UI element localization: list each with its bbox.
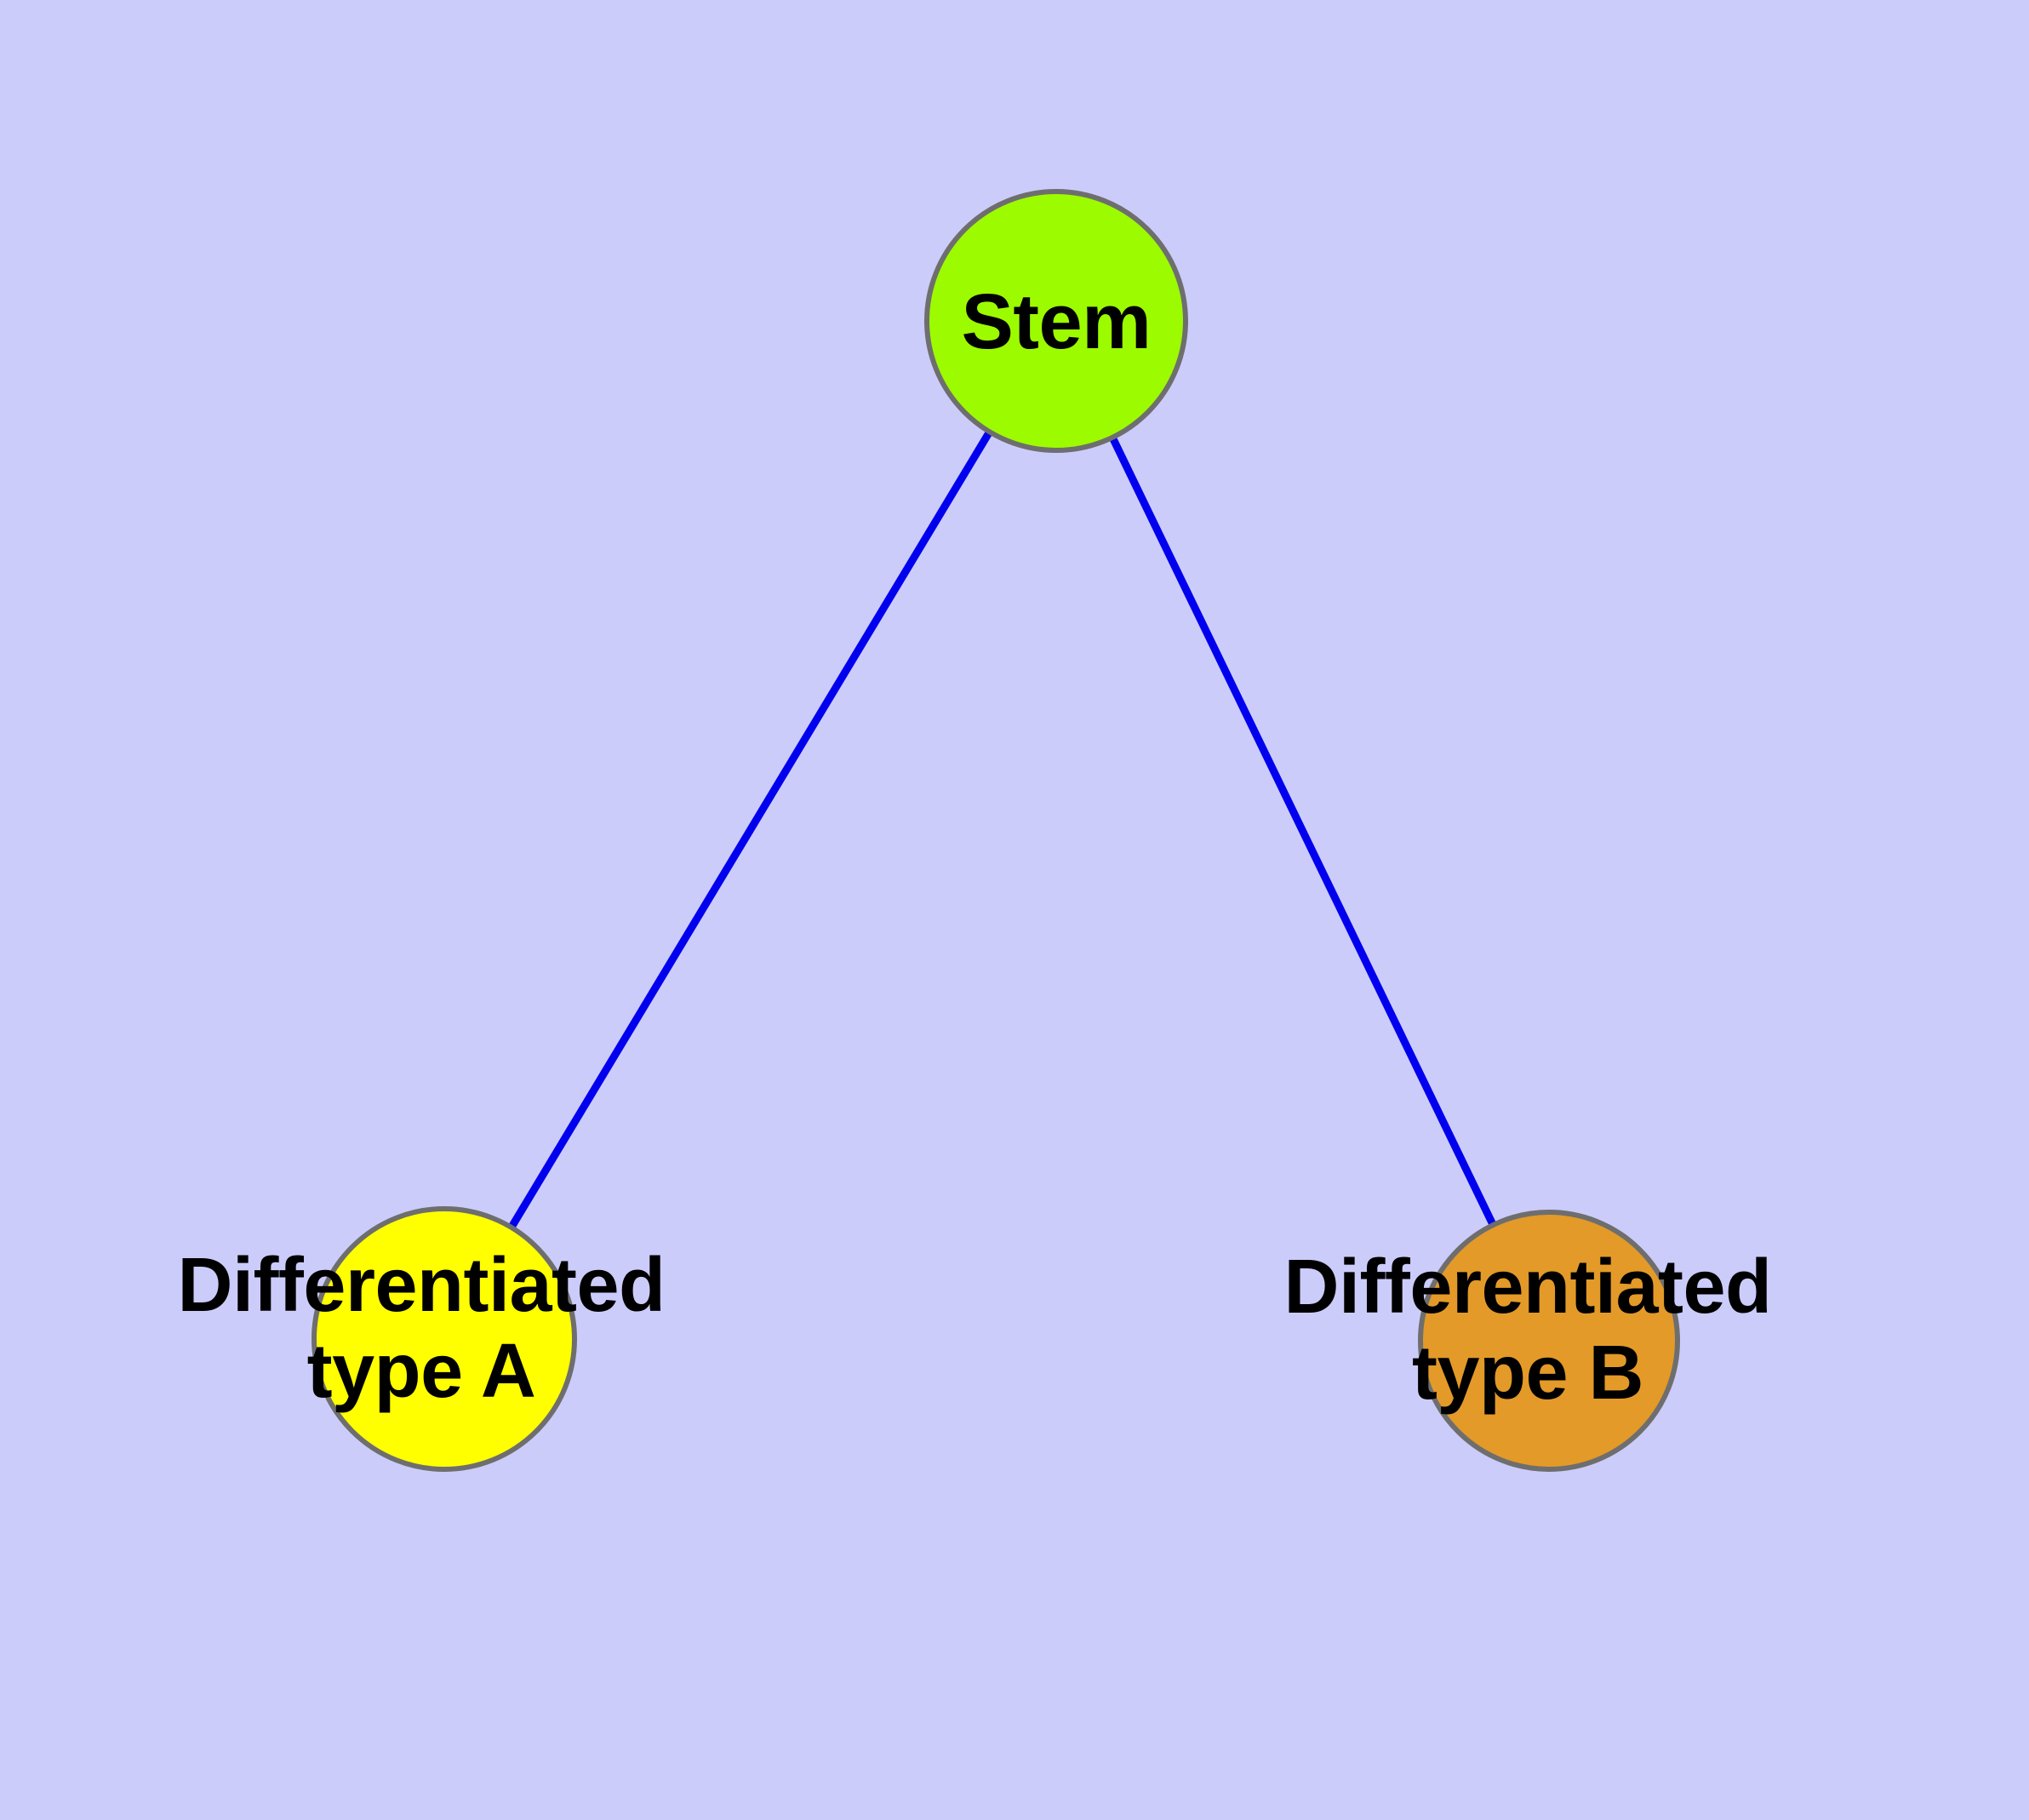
edge-stem-to-differentiated-type-b[interactable]	[1052, 319, 1553, 1342]
node-differentiated-type-a[interactable]	[311, 1206, 577, 1472]
node-label-differentiated-type-a-line-2: type A	[306, 1328, 536, 1414]
edge-stem-to-differentiated-type-a[interactable]	[441, 318, 1060, 1342]
node-label-differentiated-type-a-line-1: Differentiated	[177, 1243, 666, 1328]
node-label-differentiated-type-b-line-1: Differentiated	[1283, 1245, 1772, 1330]
node-label-differentiated-type-b: Differentiated type B	[1272, 1245, 1783, 1417]
node-stem[interactable]	[924, 189, 1188, 453]
node-differentiated-type-b[interactable]	[1418, 1210, 1680, 1472]
node-label-stem-line-1: Stem	[961, 278, 1152, 365]
node-label-stem: Stem	[924, 278, 1188, 366]
node-label-differentiated-type-a: Differentiated type A	[166, 1243, 677, 1415]
node-label-differentiated-type-b-line-2: type B	[1411, 1330, 1644, 1416]
